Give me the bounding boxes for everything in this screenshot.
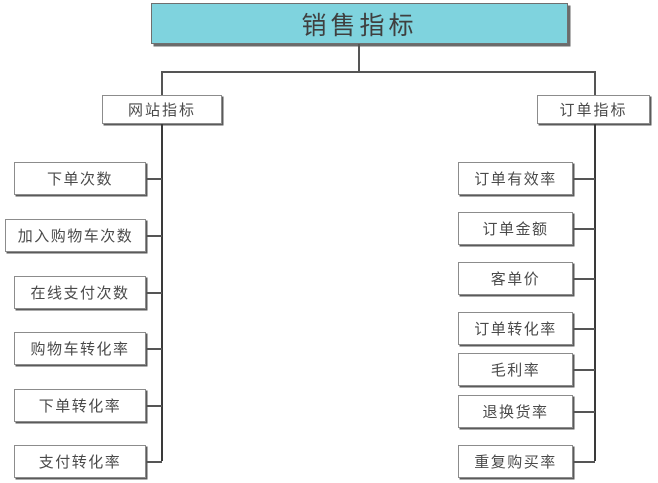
connector-to-website-branch xyxy=(161,71,163,95)
root-node-sales-metrics[interactable]: 销售指标 xyxy=(151,3,568,44)
connector-order-leaf-0 xyxy=(573,178,595,180)
connector-website-leaf-0 xyxy=(146,178,162,180)
connector-root-bar xyxy=(161,71,595,73)
leaf-node-website-4[interactable]: 下单转化率 xyxy=(14,389,146,422)
connector-website-leaf-4 xyxy=(146,405,162,407)
connector-to-order-branch xyxy=(594,71,596,95)
connector-website-trunk xyxy=(161,124,163,461)
leaf-node-order-4[interactable]: 毛利率 xyxy=(458,353,573,386)
leaf-node-order-1[interactable]: 订单金额 xyxy=(458,212,573,245)
connector-order-leaf-5 xyxy=(573,411,595,413)
connector-website-leaf-2 xyxy=(146,292,162,294)
connector-order-leaf-3 xyxy=(573,328,595,330)
connector-website-leaf-1 xyxy=(146,235,162,237)
leaf-node-order-0[interactable]: 订单有效率 xyxy=(458,162,573,195)
connector-website-leaf-5 xyxy=(146,461,162,463)
leaf-node-website-3[interactable]: 购物车转化率 xyxy=(14,332,146,365)
leaf-node-website-1[interactable]: 加入购物车次数 xyxy=(5,219,146,252)
leaf-node-order-6[interactable]: 重复购买率 xyxy=(458,445,573,478)
connector-website-leaf-3 xyxy=(146,348,162,350)
connector-order-leaf-1 xyxy=(573,228,595,230)
connector-order-leaf-4 xyxy=(573,369,595,371)
leaf-node-order-3[interactable]: 订单转化率 xyxy=(458,312,573,345)
connector-order-leaf-6 xyxy=(573,461,595,463)
connector-order-leaf-2 xyxy=(573,278,595,280)
connector-order-trunk xyxy=(594,124,596,461)
leaf-node-website-2[interactable]: 在线支付次数 xyxy=(14,276,146,309)
branch-node-order-metrics[interactable]: 订单指标 xyxy=(537,95,650,124)
leaf-node-website-5[interactable]: 支付转化率 xyxy=(14,445,146,478)
connector-root-stem xyxy=(358,44,360,72)
leaf-node-order-2[interactable]: 客单价 xyxy=(458,262,573,295)
leaf-node-order-5[interactable]: 退换货率 xyxy=(458,395,573,428)
branch-node-website-metrics[interactable]: 网站指标 xyxy=(102,95,222,124)
leaf-node-website-0[interactable]: 下单次数 xyxy=(14,162,146,195)
